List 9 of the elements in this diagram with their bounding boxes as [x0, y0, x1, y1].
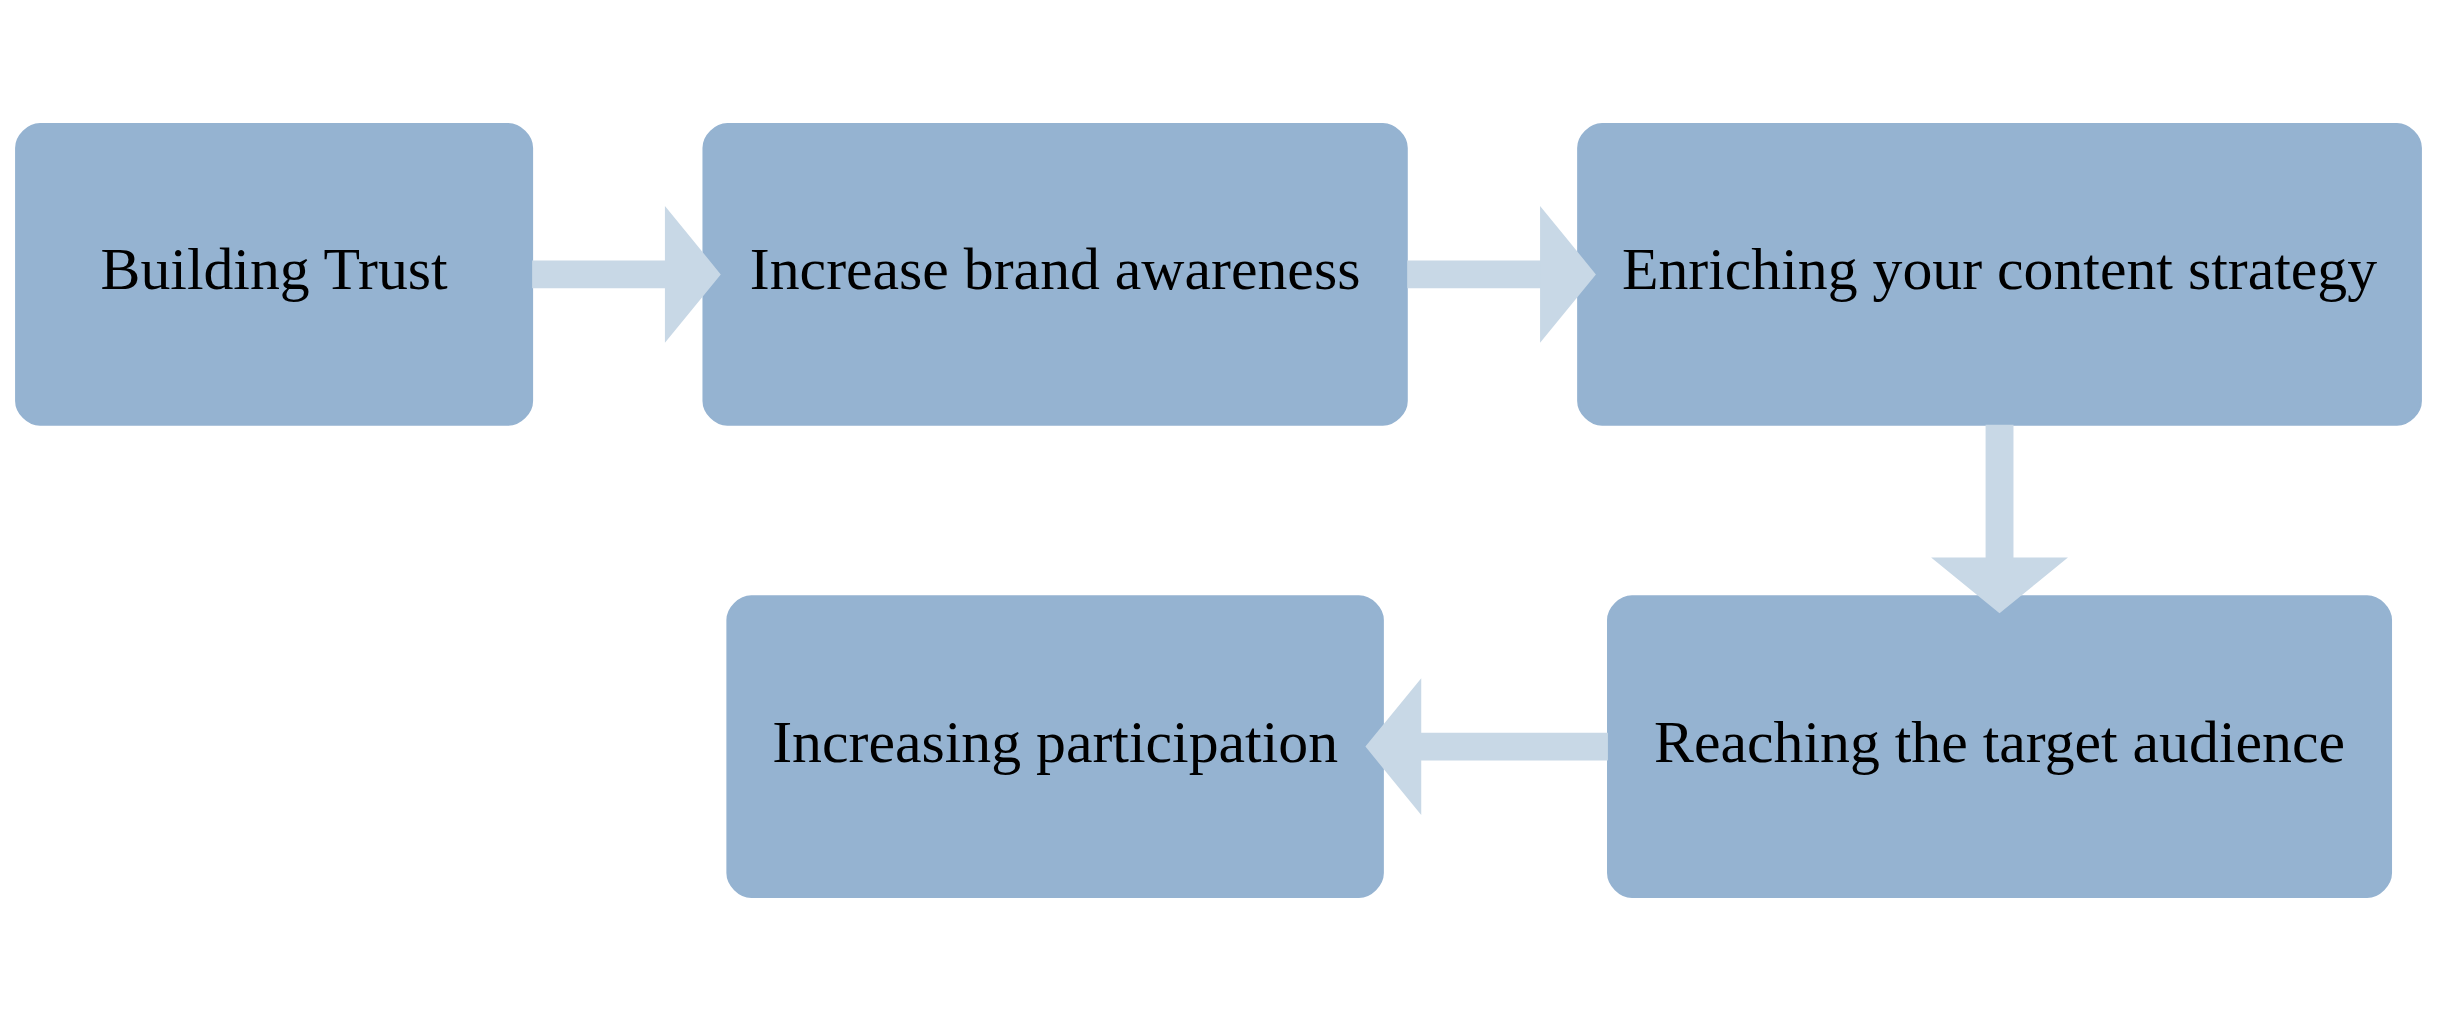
node-box: Increasing participation — [726, 594, 1384, 898]
arrow — [1931, 424, 2068, 613]
arrow — [1365, 677, 1608, 815]
node-box: Building Trust — [15, 122, 534, 426]
arrow — [1407, 205, 1596, 343]
node-box: Increase brand awareness — [702, 122, 1408, 426]
arrow — [532, 205, 721, 343]
node-box: Enriching your content strategy — [1577, 122, 2422, 426]
node-box: Reaching the target audience — [1607, 594, 2393, 898]
